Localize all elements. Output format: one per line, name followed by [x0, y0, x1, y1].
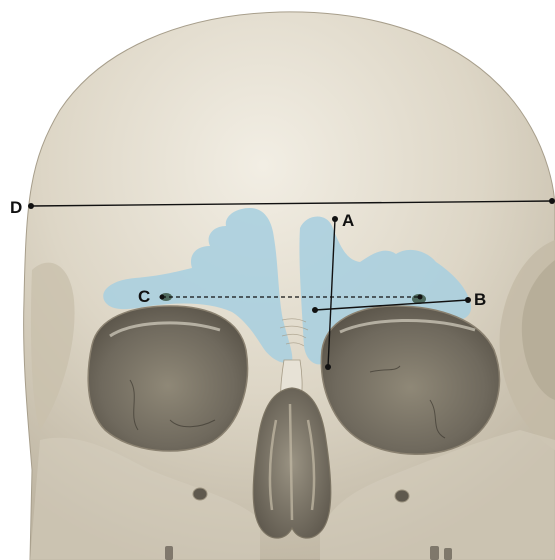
right-infraorbital-foramen [395, 490, 409, 502]
left-infraorbital-foramen [193, 488, 207, 500]
label-c: C [138, 287, 150, 306]
label-b: B [474, 290, 486, 309]
label-a: A [342, 211, 354, 230]
left-orbit [88, 306, 247, 451]
label-d: D [10, 198, 22, 217]
